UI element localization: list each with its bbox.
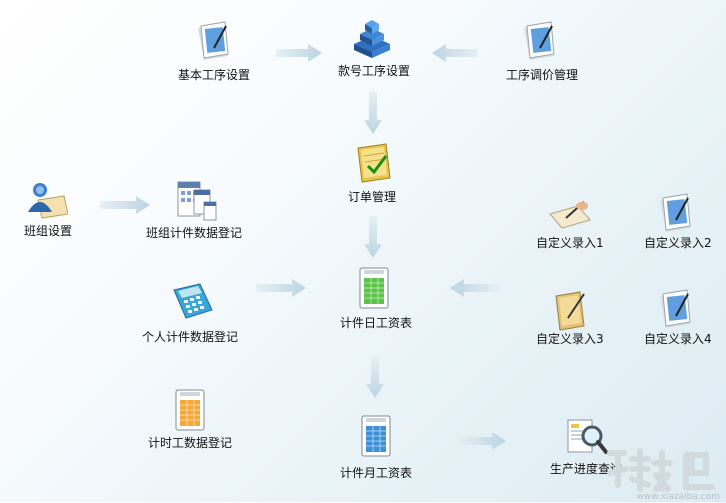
personal-piece-record[interactable]: 个人计件数据登记 bbox=[142, 280, 262, 346]
user-document-icon bbox=[24, 178, 68, 222]
style-process-setup[interactable]: 款号工序设置 bbox=[334, 14, 444, 86]
process-price-mgmt[interactable]: 工序调价管理 bbox=[500, 18, 610, 90]
document-pen-icon bbox=[518, 18, 562, 62]
watermark-logo bbox=[602, 445, 722, 500]
document-pen-icon bbox=[654, 286, 698, 330]
order-mgmt[interactable]: 订单管理 bbox=[344, 140, 454, 210]
basic-process-setup-label: 基本工序设置 bbox=[178, 68, 251, 82]
piece-daily-wage[interactable]: 计件日工资表 bbox=[336, 266, 446, 332]
custom-entry-1-label: 自定义录入1 bbox=[536, 236, 604, 250]
arrow-monthly-to-progress bbox=[456, 432, 506, 450]
team-setup[interactable]: 班组设置 bbox=[20, 178, 130, 244]
arrow-price-to-style bbox=[432, 44, 478, 62]
orange-sheet-icon bbox=[168, 388, 212, 432]
custom-entry-3[interactable]: 自定义录入3 bbox=[536, 288, 646, 350]
blue-sheet-icon bbox=[354, 414, 398, 458]
custom-entry-2-label: 自定义录入2 bbox=[644, 236, 712, 250]
personal-piece-record-label: 个人计件数据登记 bbox=[142, 330, 239, 344]
piece-daily-wage-label: 计件日工资表 bbox=[340, 316, 413, 330]
basic-process-setup[interactable]: 基本工序设置 bbox=[170, 18, 280, 90]
notepad-pencil-icon bbox=[352, 140, 396, 184]
piece-monthly-wage-label: 计件月工资表 bbox=[340, 466, 413, 480]
style-process-setup-label: 款号工序设置 bbox=[338, 64, 411, 78]
custom-entry-1[interactable]: 自定义录入1 bbox=[536, 194, 646, 250]
arrow-daily-to-monthly bbox=[366, 356, 384, 398]
arrow-order-to-daily bbox=[364, 216, 382, 258]
custom-entry-4[interactable]: 自定义录入4 bbox=[644, 286, 726, 350]
arrow-team-to-teampiece bbox=[100, 196, 150, 214]
arrow-custom-to-daily bbox=[450, 279, 500, 297]
stacked-blocks-icon bbox=[350, 14, 394, 58]
arrow-basic-to-style bbox=[276, 44, 322, 62]
time-worker-record[interactable]: 计时工数据登记 bbox=[148, 388, 258, 454]
time-worker-record-label: 计时工数据登记 bbox=[148, 436, 233, 450]
green-sheet-icon bbox=[352, 266, 396, 310]
arrow-style-to-order bbox=[364, 92, 382, 134]
production-progress-query[interactable]: 生产进度查询 bbox=[548, 414, 658, 480]
document-pen-icon bbox=[654, 190, 698, 234]
custom-entry-2[interactable]: 自定义录入2 bbox=[644, 190, 726, 252]
document-pen-icon bbox=[192, 18, 236, 62]
team-piece-record[interactable]: 班组计件数据登记 bbox=[144, 178, 264, 244]
notepad-pencil-icon bbox=[548, 288, 592, 332]
magnifier-document-icon bbox=[564, 414, 608, 458]
team-setup-label: 班组设置 bbox=[24, 224, 73, 238]
production-progress-query-label: 生产进度查询 bbox=[550, 462, 623, 476]
custom-entry-4-label: 自定义录入4 bbox=[644, 332, 712, 346]
piece-monthly-wage[interactable]: 计件月工资表 bbox=[336, 414, 446, 480]
custom-entry-3-label: 自定义录入3 bbox=[536, 332, 604, 346]
process-price-mgmt-label: 工序调价管理 bbox=[506, 68, 579, 82]
arrow-personal-to-daily bbox=[256, 279, 306, 297]
calculator-icon bbox=[170, 280, 214, 324]
hand-writing-icon bbox=[548, 194, 592, 238]
calendar-sheets-icon bbox=[174, 178, 218, 222]
team-piece-record-label: 班组计件数据登记 bbox=[146, 226, 243, 240]
watermark-url: www.xiazaiba.com bbox=[636, 492, 720, 502]
order-mgmt-label: 订单管理 bbox=[348, 190, 397, 204]
